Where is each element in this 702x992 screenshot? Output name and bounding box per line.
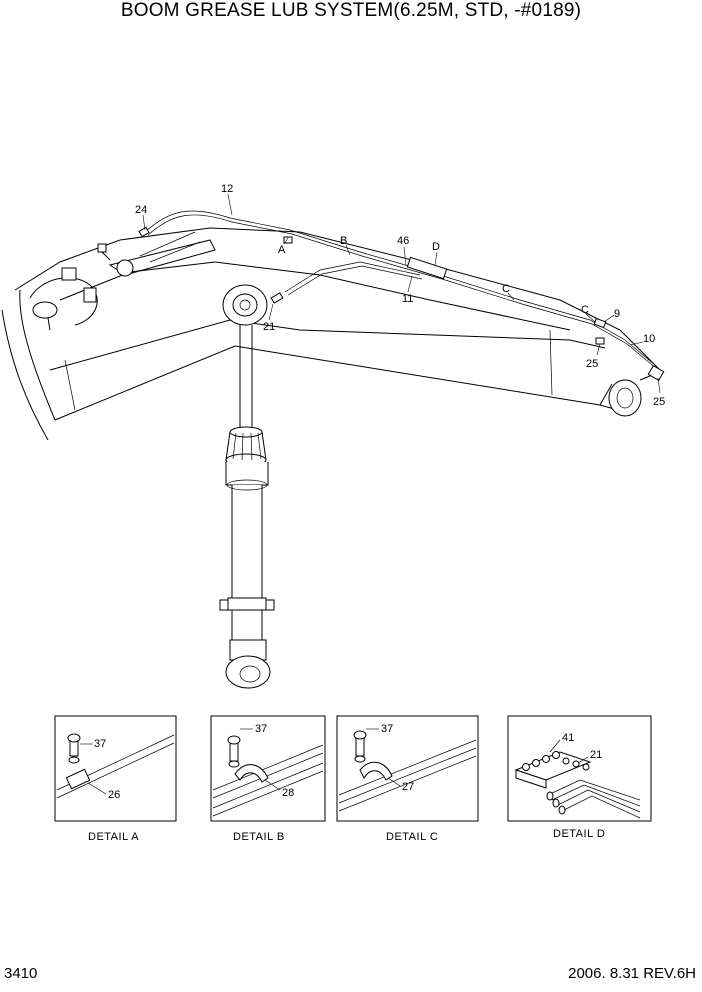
detail-d-caption: DETAIL D (553, 828, 605, 840)
detail-c-box: 37 27 (336, 715, 479, 822)
revision-date: 2006. 8.31 REV.6H (568, 965, 696, 982)
callout-C-1: C (502, 283, 510, 295)
grease-hoses (138, 210, 665, 382)
detail-b-box: 37 28 (210, 715, 326, 822)
callout-24: 24 (135, 204, 147, 216)
callout-B: B (340, 235, 347, 247)
detail-b-part-37: 37 (255, 723, 267, 735)
detail-b-caption: DETAIL B (233, 831, 285, 843)
detail-c-part-27: 27 (402, 781, 414, 793)
detail-c-caption: DETAIL C (386, 831, 438, 843)
callout-10: 10 (643, 333, 655, 345)
detail-a-box: 37 26 (54, 715, 177, 822)
boom-cylinder (219, 284, 275, 689)
detail-d-part-41: 41 (562, 732, 574, 744)
callout-25-a: 25 (586, 358, 598, 370)
callout-21: 21 (263, 321, 275, 333)
callout-46: 46 (397, 235, 409, 247)
callout-25-b: 25 (653, 396, 665, 408)
detail-d-part-21: 21 (590, 749, 602, 761)
detail-d-box: 41 21 (507, 715, 652, 822)
callouts: 12 24 A B 46 D 11 21 C C 9 10 25 25 (135, 183, 665, 408)
detail-c-part-37: 37 (381, 723, 393, 735)
page-title: BOOM GREASE LUB SYSTEM(6.25M, STD, -#018… (120, 0, 582, 21)
detail-a-caption: DETAIL A (88, 831, 139, 843)
boom-body (1, 227, 661, 441)
callout-D: D (432, 241, 440, 253)
page-number: 3410 (4, 965, 38, 982)
detail-a-part-37: 37 (94, 738, 106, 750)
callout-12: 12 (221, 183, 233, 195)
callout-A: A (278, 244, 286, 256)
detail-a-part-26: 26 (108, 789, 120, 801)
callout-9: 9 (614, 308, 620, 320)
callout-11: 11 (402, 293, 413, 305)
detail-b-part-28: 28 (282, 787, 294, 799)
callout-C-2: C (581, 304, 589, 316)
